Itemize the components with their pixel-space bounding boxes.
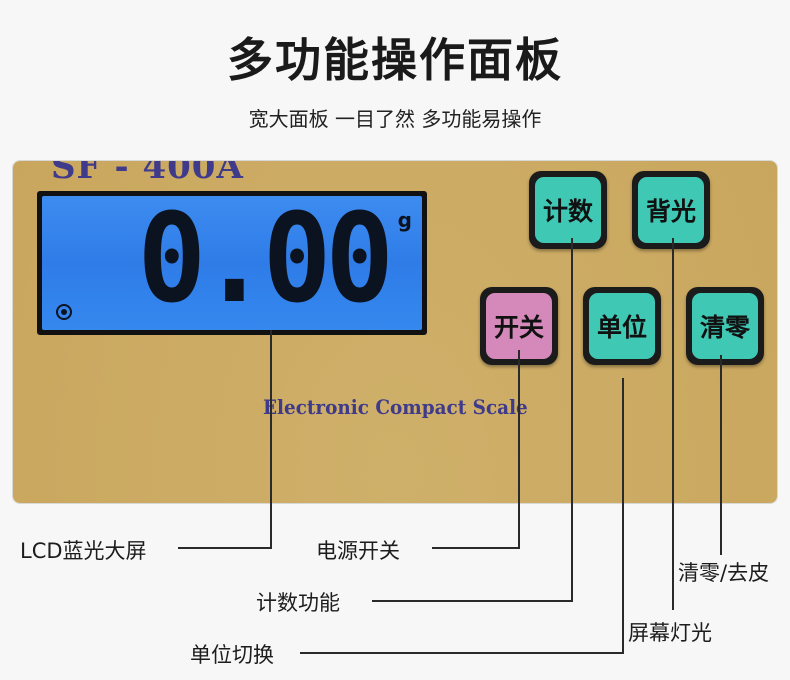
scale-tagline: Electronic Compact Scale [263, 395, 528, 419]
callout-line-power [518, 350, 520, 548]
lcd-bezel: g 0.00 [37, 191, 427, 335]
callout-line-count [571, 238, 573, 601]
model-name: SF - 400A [51, 160, 244, 187]
lcd-unit: g [397, 208, 412, 232]
power-button-frame: 开关 [480, 287, 558, 365]
callout-power: 电源开关 [316, 539, 400, 563]
callout-line-lcd [270, 330, 272, 548]
page-title: 多功能操作面板 [227, 33, 563, 87]
callout-line-count-h [372, 600, 573, 602]
unit-button-frame: 单位 [583, 287, 661, 365]
zero-button[interactable]: 清零 [692, 293, 758, 359]
callout-line-power-h [432, 547, 520, 549]
zero-button-frame: 清零 [686, 287, 764, 365]
callout-backlight: 屏幕灯光 [628, 621, 712, 645]
lcd-screen: g 0.00 [42, 196, 422, 330]
callout-lcd: LCD蓝光大屏 [20, 539, 147, 563]
unit-button[interactable]: 单位 [589, 293, 655, 359]
page-subtitle: 宽大面板 一目了然 多功能易操作 [248, 107, 542, 131]
count-button[interactable]: 计数 [535, 177, 601, 243]
stable-indicator-icon [56, 304, 72, 320]
lcd-reading: 0.00 [137, 196, 394, 330]
backlight-button-frame: 背光 [632, 171, 710, 249]
callout-count-function: 计数功能 [256, 591, 340, 615]
backlight-button[interactable]: 背光 [638, 177, 704, 243]
count-button-frame: 计数 [529, 171, 607, 249]
callout-line-unit [622, 378, 624, 653]
callout-zero-tare: 清零/去皮 [678, 561, 770, 585]
callout-unit-switch: 单位切换 [190, 643, 274, 667]
callout-line-zero [720, 355, 722, 555]
scale-photo: SF - 400A g 0.00 计数 背光 开关 单位 清零 Electron… [12, 160, 778, 504]
power-button[interactable]: 开关 [486, 293, 552, 359]
callout-line-lcd-h [178, 547, 272, 549]
callout-line-backlight [672, 238, 674, 610]
callout-line-unit-h [300, 652, 624, 654]
